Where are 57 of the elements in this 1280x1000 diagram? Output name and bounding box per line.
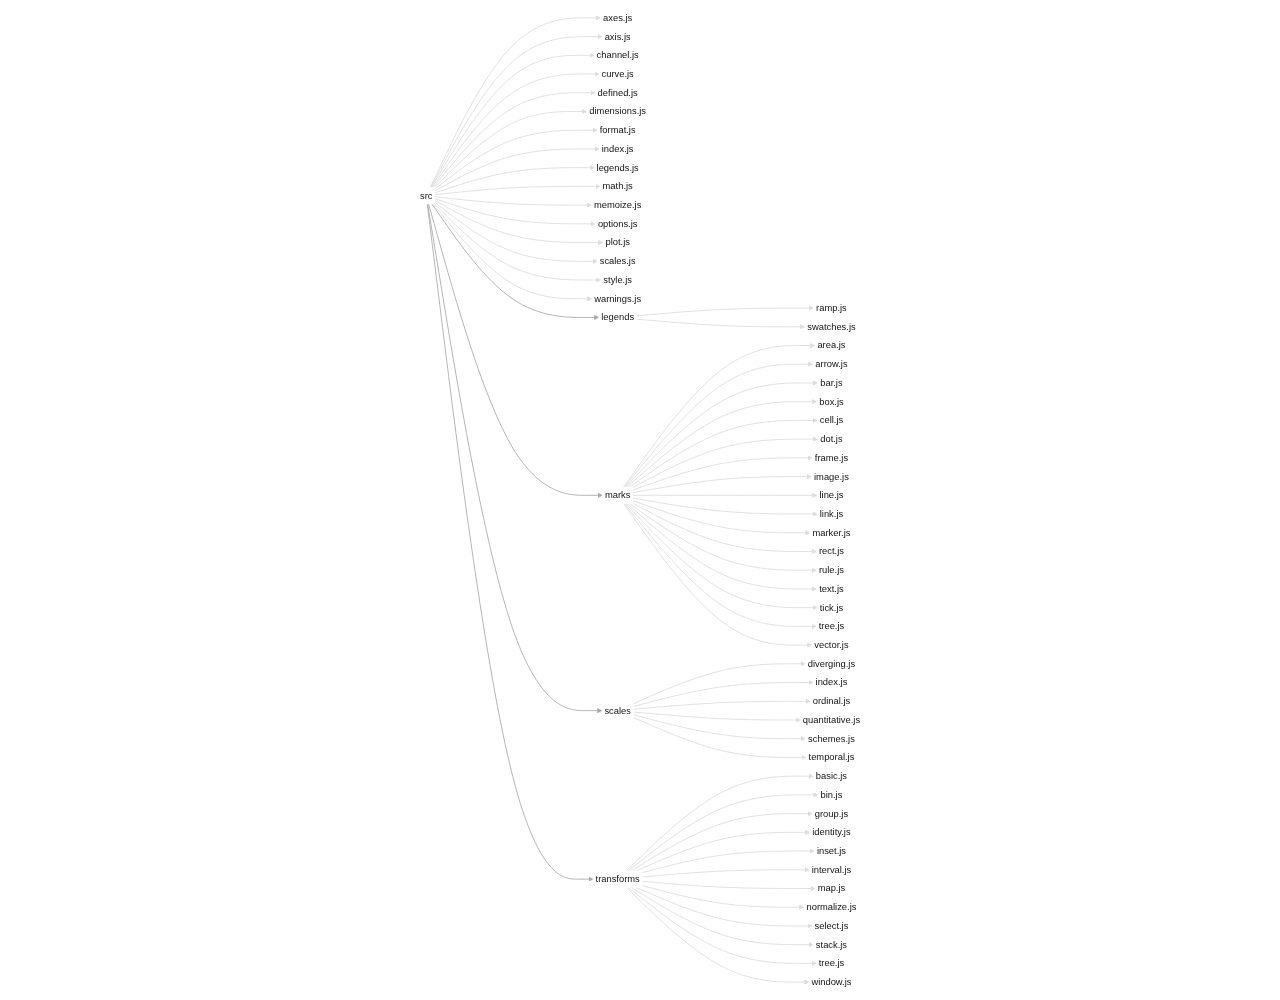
node-text: marker.js: [812, 527, 851, 538]
node-text: transforms: [595, 873, 640, 884]
node-text: bin.js: [820, 789, 843, 800]
node-text: style.js: [603, 274, 632, 285]
node-text: arrow.js: [815, 358, 848, 369]
node-text: link.js: [819, 508, 844, 519]
node-text: window.js: [811, 976, 852, 987]
node-text: inset.js: [816, 845, 846, 856]
node-text: identity.js: [812, 827, 851, 838]
node-text: curve.js: [601, 68, 634, 79]
node-text: basic.js: [815, 770, 848, 781]
node-text: index.js: [815, 677, 848, 688]
node-text: options.js: [597, 218, 638, 229]
node-text: tree.js: [818, 958, 845, 969]
node-text: normalize.js: [806, 901, 857, 912]
node-text: select.js: [814, 920, 849, 931]
node-text: format.js: [599, 124, 636, 135]
node-text: box.js: [819, 396, 844, 407]
node-text: tree.js: [818, 621, 845, 632]
node-text: line.js: [819, 490, 844, 500]
node-text: axis.js: [604, 31, 631, 42]
node-text: area.js: [817, 340, 846, 351]
node-text: channel.js: [596, 50, 639, 61]
node-text: schemes.js: [807, 733, 855, 744]
node-text: scales: [604, 705, 631, 716]
node-text: frame.js: [814, 452, 849, 463]
node-text: defined.js: [597, 87, 638, 98]
node-text: rule.js: [818, 564, 844, 575]
node-text: index.js: [601, 143, 634, 154]
node-text: memoize.js: [593, 199, 642, 210]
node-text: warnings.js: [594, 293, 642, 304]
node-text: scales.js: [599, 256, 636, 266]
node-text: image.js: [813, 471, 849, 482]
node-text: diverging.js: [807, 658, 856, 669]
node-text: bar.js: [820, 377, 843, 388]
node-text: math.js: [602, 181, 633, 192]
node-text: stack.js: [815, 939, 848, 950]
node-text: legends.js: [596, 162, 639, 173]
node-text: marks: [604, 490, 631, 500]
node-text: group.js: [814, 808, 849, 819]
node-text: legends: [601, 312, 635, 323]
node-text: interval.js: [811, 864, 852, 875]
node-text: ramp.js: [816, 302, 847, 313]
node-text: text.js: [819, 583, 844, 594]
node-text: cell.js: [819, 415, 844, 426]
node-text: dimensions.js: [589, 106, 646, 117]
node-text: dot.js: [820, 433, 843, 444]
node-text: temporal.js: [808, 752, 855, 763]
node-text: ordinal.js: [812, 696, 851, 706]
node-text: axes.js: [603, 12, 633, 23]
node-text: quantitative.js: [802, 714, 861, 725]
node-text: rect.js: [818, 546, 844, 557]
node-text: tick.js: [819, 602, 844, 613]
node-text: map.js: [817, 883, 846, 894]
node-text: plot.js: [605, 237, 630, 248]
node-text: vector.js: [814, 639, 849, 650]
node-text: swatches.js: [807, 321, 856, 332]
